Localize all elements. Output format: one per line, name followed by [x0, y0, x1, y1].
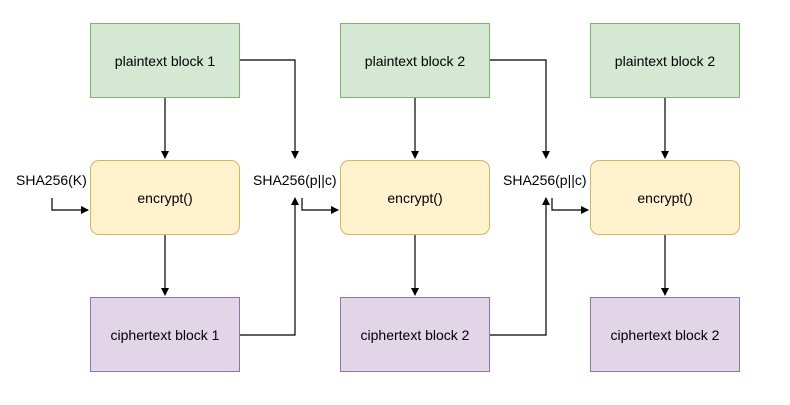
arrow-ciphertext2-to-key3: [490, 197, 550, 336]
key-label-2: SHA256(p||c): [253, 172, 337, 188]
encrypt-node-1: encrypt(): [90, 160, 240, 235]
ciphertext-block-1: ciphertext block 1: [90, 297, 240, 372]
key-label-3: SHA256(p||c): [503, 172, 587, 188]
key-label-1: SHA256(K): [16, 172, 87, 188]
arrow-plaintext2-to-key3: [490, 59, 550, 159]
ciphertext-block-2: ciphertext block 2: [340, 297, 490, 372]
plaintext-block-1: plaintext block 1: [90, 23, 240, 98]
plaintext-block-2: plaintext block 2: [340, 23, 490, 98]
arrow-key1-to-encrypt1: [51, 198, 89, 214]
arrow-key2-to-encrypt2: [301, 198, 339, 214]
encrypt-node-3: encrypt(): [590, 160, 740, 235]
encrypt-node-2: encrypt(): [340, 160, 490, 235]
arrow-plaintext1-to-key2: [240, 59, 299, 159]
plaintext-block-3: plaintext block 2: [590, 23, 740, 98]
arrow-key3-to-encrypt3: [551, 198, 589, 214]
ciphertext-block-3: ciphertext block 2: [590, 297, 740, 372]
arrow-ciphertext1-to-key2: [240, 197, 299, 336]
